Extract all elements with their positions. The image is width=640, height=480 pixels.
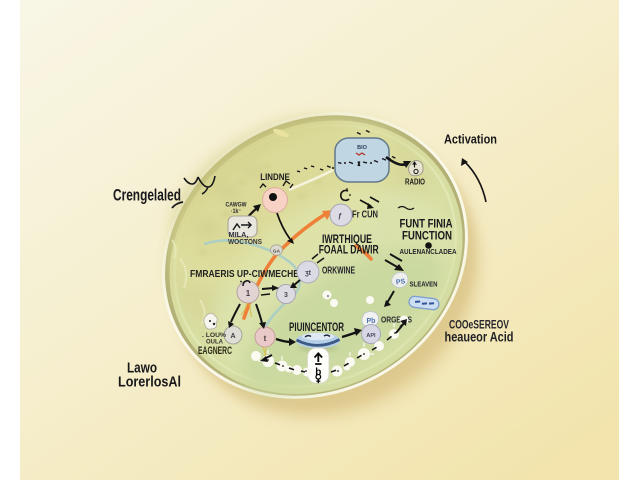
svg-text:1: 1 xyxy=(246,289,251,298)
svg-text:heaueor Acid: heaueor Acid xyxy=(445,329,514,345)
svg-text:b: b xyxy=(315,367,321,378)
svg-text:FUNT FINIA: FUNT FINIA xyxy=(400,217,453,231)
svg-text:. LOU%: . LOU% xyxy=(202,332,226,339)
svg-text:LorerlosAl: LorerlosAl xyxy=(118,374,181,391)
svg-text:3: 3 xyxy=(284,292,288,299)
svg-text:Activation: Activation xyxy=(444,132,497,147)
svg-text:OULA: OULA xyxy=(206,339,223,346)
svg-text:ORKWINE: ORKWINE xyxy=(322,266,355,277)
svg-text:FMRAERIS UP-CIWMECHE: FMRAERIS UP-CIWMECHE xyxy=(190,269,299,280)
svg-text:A: A xyxy=(230,333,235,340)
svg-text:ƒ: ƒ xyxy=(338,213,342,220)
svg-text:FOAAL DAWIR: FOAAL DAWIR xyxy=(319,243,379,257)
svg-text:API: API xyxy=(366,333,376,339)
svg-text:EAGNERC: EAGNERC xyxy=(198,345,232,357)
svg-text:PIUINCENTOR: PIUINCENTOR xyxy=(289,320,344,334)
svg-text:GA: GA xyxy=(273,249,281,255)
svg-text:MILA,: MILA, xyxy=(229,232,249,239)
svg-text:Fr CUN: Fr CUN xyxy=(352,210,378,221)
svg-text:CAWGW: CAWGW xyxy=(226,202,248,209)
svg-text:SLEAVEN: SLEAVEN xyxy=(410,280,438,289)
svg-text:ʒt: ʒt xyxy=(305,270,312,277)
svg-text:COOeSEREOV: COOeSEREOV xyxy=(449,320,509,332)
svg-text:Crengelaled: Crengelaled xyxy=(113,186,181,205)
svg-text:ORGEIUS: ORGEIUS xyxy=(381,315,412,325)
svg-text:·1k⁻: ·1k⁻ xyxy=(231,208,241,215)
svg-text:IWRTHIQUE: IWRTHIQUE xyxy=(322,232,372,246)
svg-text:AULENANCLADEA: AULENANCLADEA xyxy=(400,247,457,256)
svg-text:Lawo: Lawo xyxy=(127,360,157,377)
svg-text:LINDNE: LINDNE xyxy=(260,172,290,182)
svg-text:PS: PS xyxy=(396,278,407,286)
svg-text:Pb: Pb xyxy=(367,318,376,325)
svg-text:t: t xyxy=(264,334,267,343)
svg-text:FUNCTION: FUNCTION xyxy=(402,229,452,243)
svg-text:RADIO: RADIO xyxy=(405,177,425,186)
svg-text:BIO: BIO xyxy=(357,145,368,151)
svg-text:WOCTONS: WOCTONS xyxy=(228,239,262,246)
